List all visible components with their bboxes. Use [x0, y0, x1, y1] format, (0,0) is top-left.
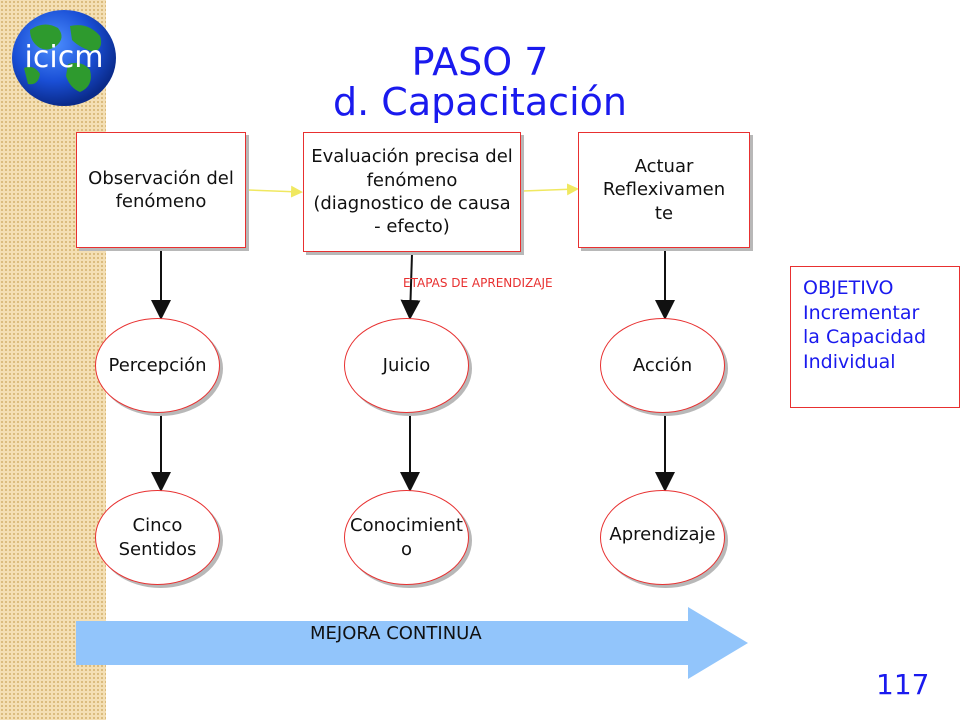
ellipse-accion-label: Acción	[632, 354, 693, 376]
page-title: PASO 7	[411, 40, 549, 84]
logo-text: icicm	[24, 40, 104, 75]
ellipse-conocimiento-label: Conocimient o	[350, 515, 463, 560]
ellipse-cinco-sentidos: Cinco Sentidos	[95, 490, 220, 585]
ellipse-accion: Acción	[600, 318, 725, 413]
page-subtitle: d. Capacitación	[333, 80, 627, 124]
decorative-sidebar	[0, 0, 106, 720]
ellipse-cinco-sentidos-label: Cinco Sentidos	[118, 515, 197, 560]
arrow-eval-juicio	[400, 253, 421, 320]
box-evaluacion-label: Evaluación precisa del fenómeno (diagnos…	[311, 146, 513, 238]
page-number: 117	[876, 668, 930, 701]
box-observacion-label: Observación del fenómeno	[88, 167, 234, 212]
mejora-continua-arrow	[76, 607, 748, 679]
ellipse-percepcion-label: Percepción	[108, 354, 207, 376]
ellipse-aprendizaje: Aprendizaje	[600, 490, 725, 585]
mejora-continua-label: MEJORA CONTINUA	[310, 623, 482, 644]
ellipse-aprendizaje-label: Aprendizaje	[609, 524, 716, 545]
ellipse-conocimiento: Conocimient o	[344, 490, 469, 585]
box-actuar: Actuar Reflexivamen te	[578, 132, 750, 248]
ellipse-juicio-label: Juicio	[382, 354, 431, 376]
stages-label: ETAPAS DE APRENDIZAJE	[403, 276, 553, 290]
box-actuar-label: Actuar Reflexivamen te	[602, 155, 726, 224]
ellipse-percepcion: Percepción	[95, 318, 220, 413]
objetivo-text: Incrementar la Capacidad Individual	[803, 301, 927, 374]
objetivo-box: OBJETIVO Incrementar la Capacidad Indivi…	[790, 266, 960, 408]
ellipse-juicio: Juicio	[344, 318, 469, 413]
box-evaluacion: Evaluación precisa del fenómeno (diagnos…	[303, 132, 521, 252]
box-observacion: Observación del fenómeno	[76, 132, 246, 248]
globe-logo-icon	[12, 10, 116, 106]
connector-eval-actuar	[522, 183, 579, 196]
connector-obs-eval	[247, 185, 303, 198]
objetivo-heading: OBJETIVO	[803, 277, 894, 299]
